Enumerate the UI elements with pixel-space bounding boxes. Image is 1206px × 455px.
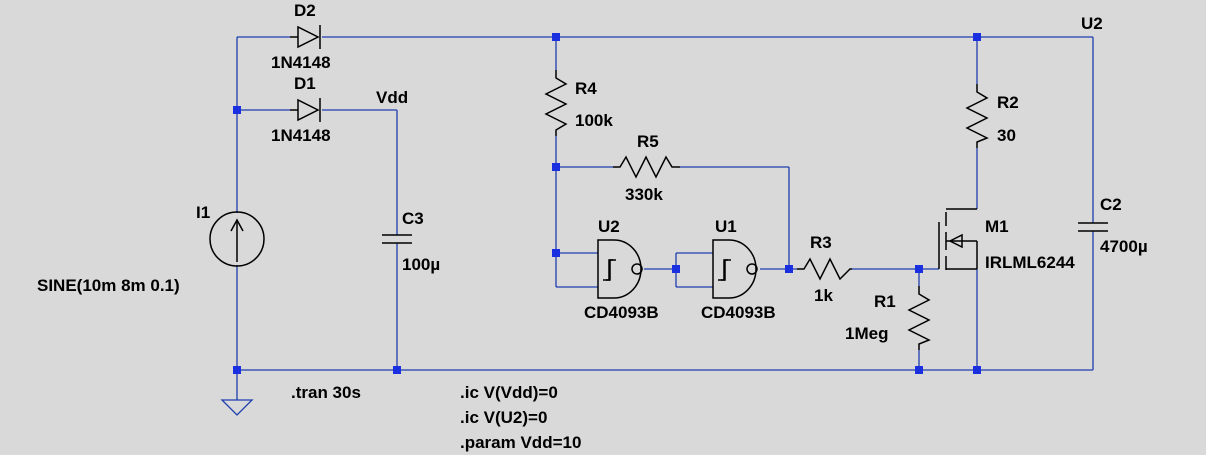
junctions xyxy=(233,33,981,374)
m1-name-label: M1 xyxy=(985,217,1009,236)
resistor-r5[interactable] xyxy=(613,155,680,179)
u2-gate-value-label: CD4093B xyxy=(584,303,659,322)
mosfet-m1[interactable] xyxy=(938,208,978,270)
d2-value-label: 1N4148 xyxy=(271,53,331,72)
junction-dot xyxy=(233,106,241,114)
r5-value-label: 330k xyxy=(625,185,663,204)
tran-directive[interactable]: .tran 30s xyxy=(291,383,361,402)
c3-name-label: C3 xyxy=(402,209,424,228)
r3-value-label: 1k xyxy=(814,286,833,305)
junction-dot xyxy=(672,265,680,273)
junction-dot xyxy=(915,366,923,374)
i1-name-label: I1 xyxy=(196,203,210,222)
junction-dot xyxy=(973,366,981,374)
junction-dot xyxy=(915,265,923,273)
diode-d1[interactable] xyxy=(290,98,321,122)
c3-value-label: 100µ xyxy=(402,255,440,274)
resistor-r3[interactable] xyxy=(797,257,852,281)
u2-net-label: U2 xyxy=(1081,14,1103,33)
r4-value-label: 100k xyxy=(575,111,613,130)
r2-name-label: R2 xyxy=(997,93,1019,112)
resistor-r4[interactable] xyxy=(544,70,568,136)
d2-name-label: D2 xyxy=(294,1,316,20)
ic-u2-directive[interactable]: .ic V(U2)=0 xyxy=(460,408,547,427)
u1-gate-value-label: CD4093B xyxy=(701,303,776,322)
c2-value-label: 4700µ xyxy=(1100,237,1148,256)
junction-dot xyxy=(552,33,560,41)
junction-dot xyxy=(785,265,793,273)
nand-gate-u1[interactable] xyxy=(712,239,758,299)
m1-value-label: IRLML6244 xyxy=(985,253,1075,272)
u2-gate-name-label: U2 xyxy=(598,217,620,236)
wires xyxy=(236,36,1094,371)
current-source-i1[interactable] xyxy=(209,211,265,267)
r1-value-label: 1Meg xyxy=(845,324,888,343)
junction-dot xyxy=(552,249,560,257)
diode-d2[interactable] xyxy=(290,25,321,49)
param-directive[interactable]: .param Vdd=10 xyxy=(460,433,581,452)
nand-gate-u2[interactable] xyxy=(597,239,643,299)
r2-value-label: 30 xyxy=(997,126,1016,145)
spice-directives[interactable]: .tran 30s .ic V(Vdd)=0 .ic V(U2)=0 .para… xyxy=(291,383,581,452)
vdd-net-label: Vdd xyxy=(376,88,408,107)
capacitor-c2[interactable] xyxy=(1078,222,1108,232)
d1-name-label: D1 xyxy=(294,74,316,93)
r1-name-label: R1 xyxy=(874,292,896,311)
r3-name-label: R3 xyxy=(810,233,832,252)
junction-dot xyxy=(233,366,241,374)
d1-value-label: 1N4148 xyxy=(271,126,331,145)
r4-name-label: R4 xyxy=(575,79,597,98)
resistor-r2[interactable] xyxy=(965,84,989,148)
u1-gate-name-label: U1 xyxy=(715,217,737,236)
component-labels: D2 1N4148 D1 1N4148 Vdd I1 SINE(10m 8m 0… xyxy=(37,1,1148,343)
capacitor-c3[interactable] xyxy=(382,234,412,244)
ground-icon xyxy=(220,370,254,416)
r5-name-label: R5 xyxy=(637,132,659,151)
junction-dot xyxy=(973,33,981,41)
resistor-r1[interactable] xyxy=(907,286,931,350)
junction-dot xyxy=(393,366,401,374)
i1-value-label: SINE(10m 8m 0.1) xyxy=(37,276,180,295)
junction-dot xyxy=(552,163,560,171)
c2-name-label: C2 xyxy=(1100,195,1122,214)
ic-vdd-directive[interactable]: .ic V(Vdd)=0 xyxy=(460,383,558,402)
